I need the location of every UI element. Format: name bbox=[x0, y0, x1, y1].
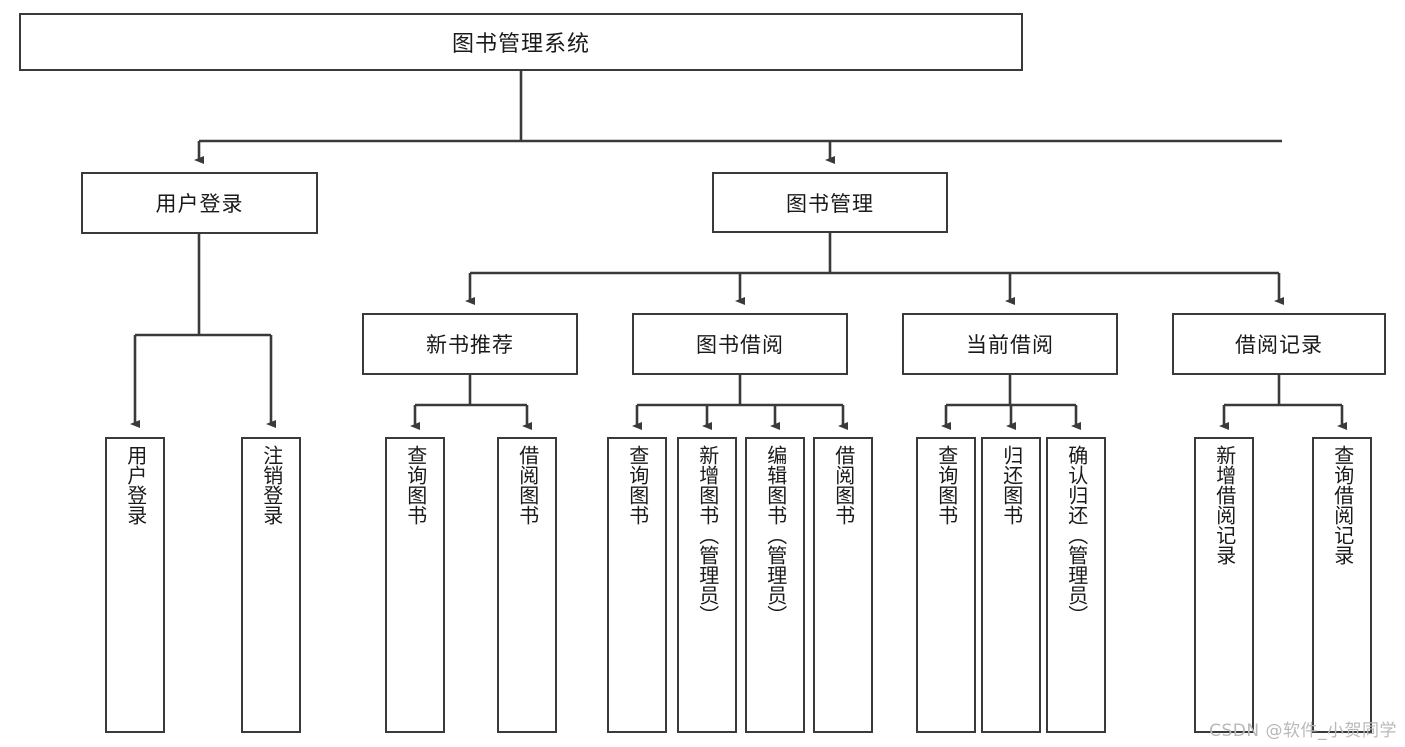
node-leaf-user-login[interactable]: 用户登录 bbox=[105, 437, 165, 733]
node-label: 图书管理 bbox=[786, 191, 874, 216]
node-book-borrow[interactable]: 图书借阅 bbox=[632, 313, 848, 375]
node-label: 编辑图书（管理员） bbox=[763, 445, 788, 625]
node-leaf-confirm-return[interactable]: 确认归还（管理员） bbox=[1046, 437, 1106, 733]
node-label: 借阅图书 bbox=[831, 445, 856, 525]
node-label: 借阅记录 bbox=[1235, 333, 1323, 357]
node-leaf-borrow-book-1[interactable]: 借阅图书 bbox=[497, 437, 557, 733]
node-leaf-return-book[interactable]: 归还图书 bbox=[981, 437, 1041, 733]
node-label: 借阅图书 bbox=[515, 445, 540, 525]
node-label: 图书管理系统 bbox=[451, 32, 590, 57]
node-leaf-query-book-3[interactable]: 查询图书 bbox=[916, 437, 976, 733]
csdn-watermark: CSDN @软件_小贺同学 bbox=[1209, 721, 1397, 741]
node-label: 用户登录 bbox=[123, 445, 148, 525]
node-leaf-query-borrow-record[interactable]: 查询借阅记录 bbox=[1312, 437, 1372, 733]
node-leaf-query-book-1[interactable]: 查询图书 bbox=[385, 437, 445, 733]
node-book-management[interactable]: 图书管理 bbox=[712, 172, 948, 233]
node-label: 注销登录 bbox=[259, 445, 284, 525]
node-leaf-edit-book[interactable]: 编辑图书（管理员） bbox=[745, 437, 805, 733]
node-root-system[interactable]: 图书管理系统 bbox=[19, 13, 1023, 71]
node-leaf-borrow-book-2[interactable]: 借阅图书 bbox=[813, 437, 873, 733]
node-current-borrow[interactable]: 当前借阅 bbox=[902, 313, 1118, 375]
node-label: 新增图书（管理员） bbox=[695, 445, 720, 625]
node-leaf-add-borrow-record[interactable]: 新增借阅记录 bbox=[1194, 437, 1254, 733]
node-leaf-logout-login[interactable]: 注销登录 bbox=[241, 437, 301, 733]
node-label: 当前借阅 bbox=[966, 333, 1054, 357]
node-leaf-query-book-2[interactable]: 查询图书 bbox=[607, 437, 667, 733]
node-user-login[interactable]: 用户登录 bbox=[81, 172, 318, 234]
node-label: 新增借阅记录 bbox=[1212, 445, 1237, 565]
node-new-book-recommend[interactable]: 新书推荐 bbox=[362, 313, 578, 375]
node-label: 确认归还（管理员） bbox=[1064, 445, 1089, 625]
node-label: 归还图书 bbox=[999, 445, 1024, 525]
node-label: 查询图书 bbox=[934, 445, 959, 525]
node-label: 用户登录 bbox=[155, 192, 244, 216]
node-label: 查询图书 bbox=[625, 445, 650, 525]
node-leaf-add-book[interactable]: 新增图书（管理员） bbox=[677, 437, 737, 733]
node-label: 查询借阅记录 bbox=[1330, 445, 1355, 565]
node-borrow-record[interactable]: 借阅记录 bbox=[1172, 313, 1386, 375]
node-label: 图书借阅 bbox=[696, 333, 784, 357]
node-label: 查询图书 bbox=[403, 445, 428, 525]
node-label: 新书推荐 bbox=[426, 333, 514, 357]
